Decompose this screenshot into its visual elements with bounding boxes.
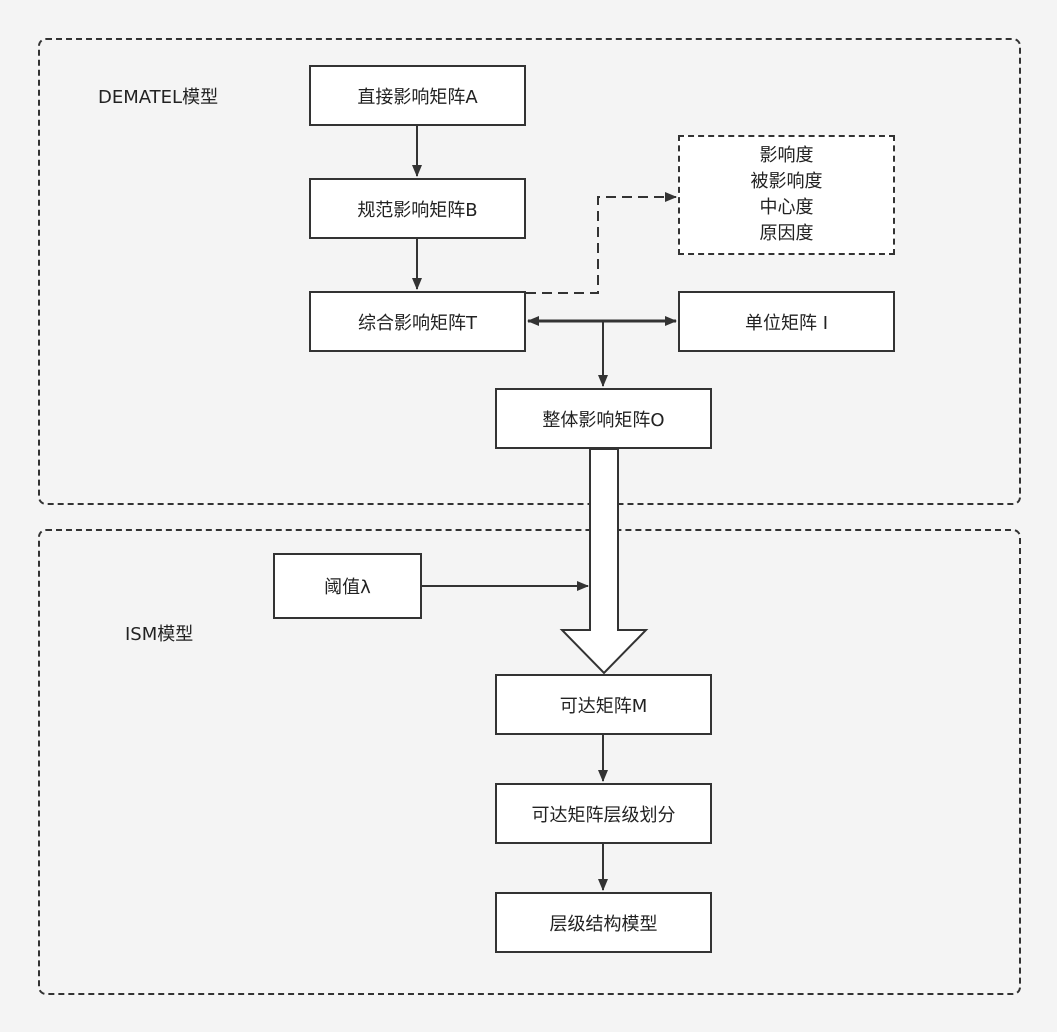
metric-causality: 原因度 bbox=[759, 223, 814, 244]
normalized-influence-matrix-node: 规范影响矩阵B bbox=[309, 178, 526, 239]
threshold-node: 阈值λ bbox=[273, 553, 422, 619]
metric-influenced-degree: 被影响度 bbox=[750, 171, 823, 192]
metrics-node: 影响度 被影响度 中心度 原因度 bbox=[678, 135, 895, 255]
overall-influence-matrix-node: 整体影响矩阵O bbox=[495, 388, 712, 449]
level-partition-node: 可达矩阵层级划分 bbox=[495, 783, 712, 844]
direct-influence-matrix-node: 直接影响矩阵A bbox=[309, 65, 526, 126]
metric-influence-degree: 影响度 bbox=[759, 145, 814, 166]
ism-group-label: ISM模型 bbox=[125, 624, 194, 645]
identity-matrix-node: 单位矩阵 I bbox=[678, 291, 895, 352]
dematel-model-group bbox=[38, 38, 1021, 505]
dematel-group-label: DEMATEL模型 bbox=[98, 87, 219, 108]
hierarchy-model-node: 层级结构模型 bbox=[495, 892, 712, 953]
ism-model-group bbox=[38, 529, 1021, 995]
metric-centrality: 中心度 bbox=[759, 197, 814, 218]
reachability-matrix-node: 可达矩阵M bbox=[495, 674, 712, 735]
total-influence-matrix-node: 综合影响矩阵T bbox=[309, 291, 526, 352]
